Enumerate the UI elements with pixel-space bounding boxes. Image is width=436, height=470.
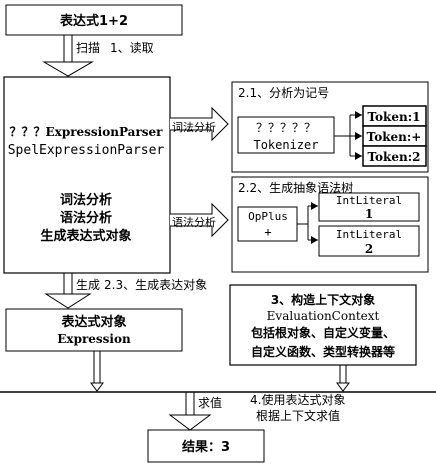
- group2-title: 2.2、生成抽象语法树: [238, 180, 353, 195]
- int-literal-2: [318, 225, 420, 257]
- parser-node: ？？？ExpressionParser SpelExpressionParser…: [3, 76, 171, 274]
- ctx-line3: 包括根对象、自定义变量、: [250, 325, 395, 340]
- parser-step2: 语法分析: [60, 210, 112, 226]
- gen-step-label: 2.3、生成表达对象: [104, 278, 207, 292]
- int1-line2: 1: [365, 207, 373, 221]
- token-2-label: Token:+: [367, 130, 422, 144]
- ctx-to-line-arrow: [336, 365, 350, 392]
- context-node: 3、构造上下文对象 EvaluationContext 包括根对象、自定义变量、…: [229, 284, 417, 366]
- expr-to-line-arrow: [90, 351, 104, 392]
- int2-line2: 2: [365, 242, 373, 256]
- lex-arrow: [170, 106, 229, 142]
- parser-step1: 词法分析: [60, 192, 112, 208]
- tokenizer-node: [237, 116, 335, 154]
- group-tokenize: 2.1、分析为记号 ？？？？？ Tokenizer Token:1 Token:…: [231, 81, 429, 173]
- ctx-line1: 3、构造上下文对象: [271, 292, 375, 307]
- ctx-line4: 自定义函数、类型转换器等: [251, 344, 395, 359]
- eval-label: 求值: [198, 395, 222, 410]
- expr-line1: 表达式对象: [60, 314, 126, 330]
- parser-line1: ？？？ExpressionParser: [10, 125, 164, 139]
- group-ast: 2.2、生成抽象语法树 OpPlus + IntLiteral 1 IntLit…: [231, 176, 429, 273]
- opplus-line1: OpPlus: [248, 210, 288, 223]
- read-label: 1、读取: [110, 41, 154, 55]
- syntax-label: 语法分析: [172, 215, 216, 229]
- eval-step2-label: 根据上下文求值: [256, 408, 340, 423]
- eval-step1-label: 4.使用表达式对象: [250, 392, 345, 407]
- opplus-node: [237, 206, 298, 242]
- syntax-arrow: [170, 202, 229, 238]
- ctx-line2: EvaluationContext: [267, 309, 380, 323]
- input-label: 表达式1+2: [59, 13, 128, 29]
- expr-line2: Expression: [57, 332, 131, 346]
- int-literal-1: [318, 192, 420, 222]
- input-node: 表达式1+2: [5, 4, 183, 36]
- scan-arrow: [42, 35, 94, 78]
- result-node: 结果：3: [147, 429, 265, 463]
- eval-arrow: [168, 392, 212, 431]
- token-3-label: Token:2: [367, 150, 420, 164]
- token-1-label: Token:1: [367, 110, 420, 124]
- tokenizer-line2: Tokenizer: [253, 138, 318, 152]
- token-3: [362, 145, 427, 167]
- opplus-line2: +: [264, 225, 271, 239]
- expression-node: 表达式对象 Expression: [5, 308, 183, 352]
- parser-line2: SpelExpressionParser: [8, 143, 165, 158]
- scan-label: 扫描: [76, 41, 100, 55]
- parser-step3: 生成表达式对象: [40, 228, 131, 244]
- tokenizer-line1: ？？？？？: [256, 121, 316, 135]
- int2-line1: IntLiteral: [336, 228, 402, 241]
- lex-label: 词法分析: [172, 120, 216, 134]
- group1-title: 2.1、分析为记号: [238, 86, 329, 100]
- result-label: 结果：3: [182, 439, 230, 455]
- gen-label: 生成: [76, 278, 100, 292]
- int1-line1: IntLiteral: [336, 194, 402, 207]
- gen-arrow: [44, 273, 92, 309]
